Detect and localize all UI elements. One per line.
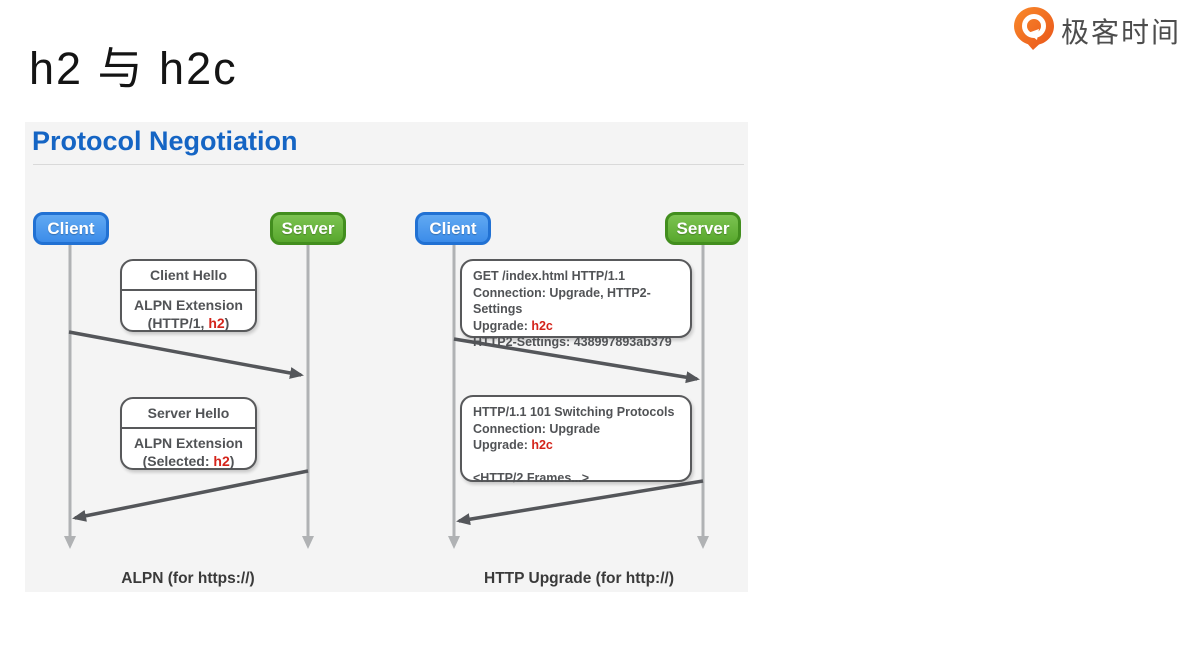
server-hello-box: Server Hello ALPN Extension (Selected: h… xyxy=(120,397,257,470)
upgrade-server-label: Server xyxy=(676,218,730,238)
server-hello-title: Server Hello xyxy=(122,399,255,429)
detail-suffix: ) xyxy=(229,453,235,469)
alpn-request-arrow xyxy=(68,330,304,379)
alpn-client-badge: Client xyxy=(33,212,109,245)
upgrade-header-prefix: Upgrade: xyxy=(473,318,532,333)
alpn-server-badge: Server xyxy=(270,212,346,245)
request-line: GET /index.html HTTP/1.1 xyxy=(473,269,626,283)
alpn-detail-line: (Selected: h2) xyxy=(124,452,253,470)
alpn-client-label: Client xyxy=(47,218,95,238)
geektime-logo-icon xyxy=(1013,7,1054,55)
detail-prefix: (Selected: xyxy=(142,453,214,469)
detail-suffix: ) xyxy=(224,315,230,331)
request-line: HTTP2-Settings: 438997893ab379 xyxy=(473,335,672,349)
alpn-response-arrow xyxy=(72,469,309,522)
response-line: HTTP/1.1 101 Switching Protocols xyxy=(473,405,675,419)
page-title: h2 与 h2c xyxy=(29,43,238,94)
upgrade-response-box: HTTP/1.1 101 Switching Protocols Connect… xyxy=(460,395,692,485)
upgrade-request-arrow xyxy=(453,337,700,384)
alpn-caption: ALPN (for https://) xyxy=(121,570,255,587)
request-line: Connection: Upgrade, HTTP2-Settings xyxy=(473,285,651,317)
alpn-extension-line: ALPN Extension xyxy=(134,297,243,313)
h2c-highlight: h2c xyxy=(531,318,553,333)
protocol-negotiation-panel: Protocol Negotiation Client Server Clie xyxy=(25,122,748,592)
upgrade-client-label: Client xyxy=(429,218,477,238)
panel-heading: Protocol Negotiation xyxy=(32,126,298,156)
h2-highlight: h2 xyxy=(208,315,225,331)
alpn-detail-line: (HTTP/1, h2) xyxy=(124,314,253,332)
h2-highlight: h2 xyxy=(213,453,230,469)
brand-name: 极客时间 xyxy=(1060,17,1181,48)
alpn-extension-line: ALPN Extension xyxy=(134,435,243,451)
response-line: Upgrade: h2c xyxy=(473,437,679,454)
upgrade-client-badge: Client xyxy=(415,212,491,245)
response-line: <HTTP/2 Frames...> xyxy=(473,470,590,485)
client-hello-box: Client Hello ALPN Extension (HTTP/1, h2) xyxy=(120,259,257,332)
server-hello-body: ALPN Extension (Selected: h2) xyxy=(122,429,255,470)
request-line: Upgrade: h2c xyxy=(473,318,679,335)
sequence-lines-layer xyxy=(64,245,709,549)
upgrade-response-arrow xyxy=(456,479,704,526)
upgrade-header-prefix: Upgrade: xyxy=(473,438,532,452)
upgrade-server-badge: Server xyxy=(665,212,741,245)
response-line: Connection: Upgrade xyxy=(473,421,601,436)
upgrade-caption: HTTP Upgrade (for http://) xyxy=(484,570,674,587)
alpn-server-label: Server xyxy=(281,218,335,238)
upgrade-request-box: GET /index.html HTTP/1.1 Connection: Upg… xyxy=(460,259,692,349)
h2c-highlight: h2c xyxy=(531,438,553,452)
blank-line xyxy=(473,454,679,470)
brand-logo: 极客时间 xyxy=(1013,7,1181,55)
heading-divider xyxy=(33,164,744,165)
client-hello-body: ALPN Extension (HTTP/1, h2) xyxy=(122,291,255,332)
detail-prefix: (HTTP/1, xyxy=(147,315,209,331)
client-hello-title: Client Hello xyxy=(122,261,255,291)
